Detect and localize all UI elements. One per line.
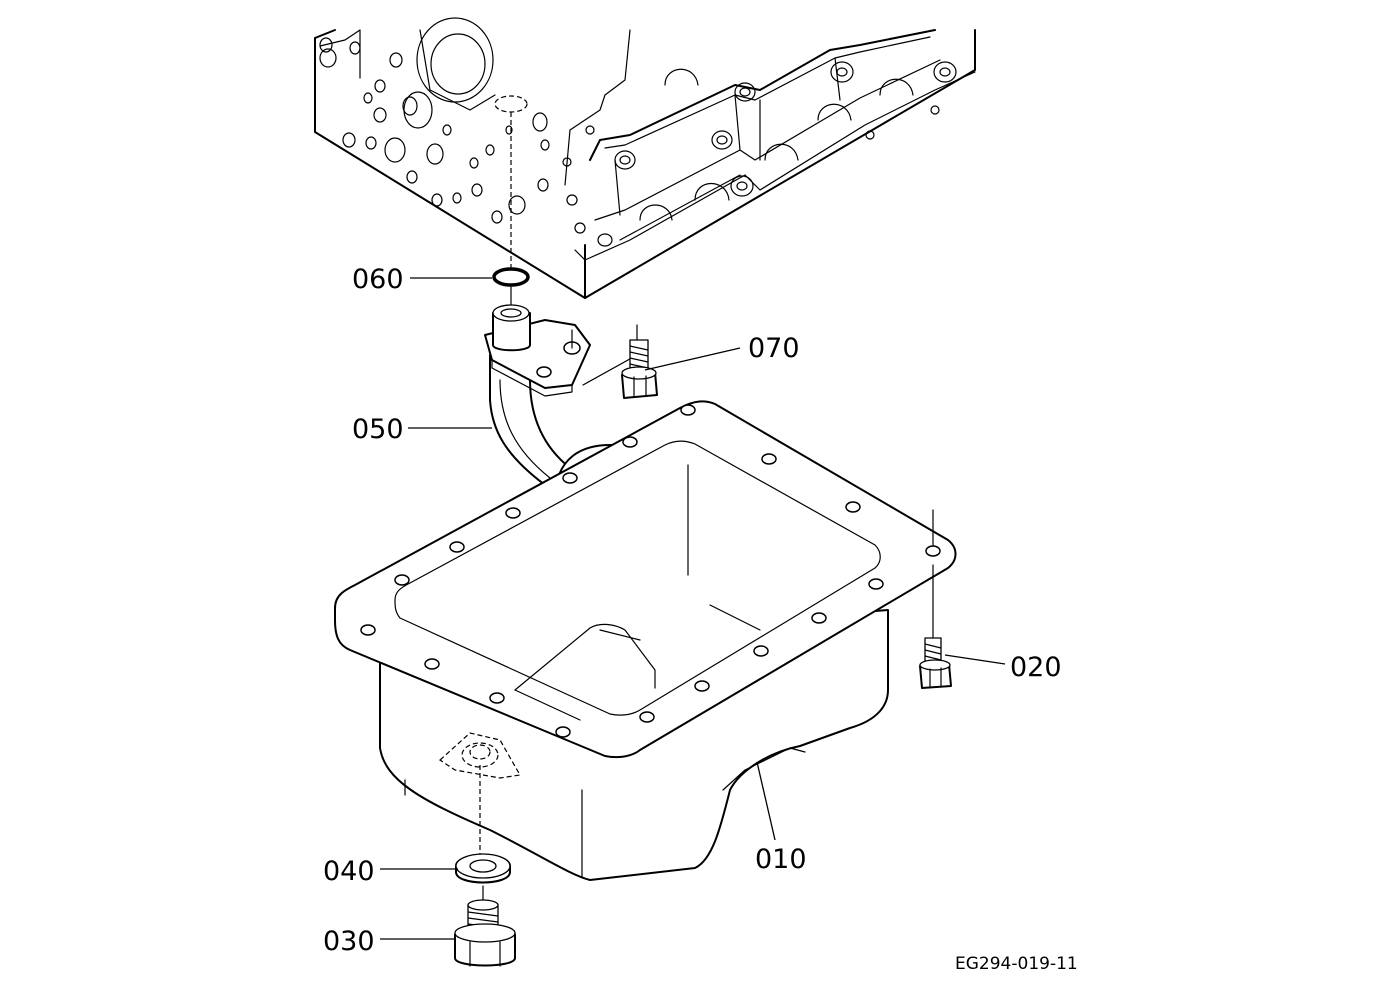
callout-020: 020 <box>1010 652 1062 683</box>
callout-030: 030 <box>323 926 375 957</box>
diagram-reference-code: EG294-019-11 <box>955 954 1078 974</box>
engine-block <box>314 17 976 299</box>
oil-pan <box>334 400 957 881</box>
callout-010: 010 <box>755 844 807 875</box>
o-ring <box>492 267 530 287</box>
block-side-flange <box>562 29 976 261</box>
block-holes <box>319 37 550 224</box>
drain-gasket <box>455 853 511 884</box>
leader-lines <box>380 277 1006 940</box>
strainer-bolt <box>621 339 658 399</box>
callout-040: 040 <box>323 856 375 887</box>
callout-070: 070 <box>748 333 800 364</box>
pan-bolt <box>919 637 952 689</box>
callout-060: 060 <box>352 264 404 295</box>
pan-flange-holes <box>360 404 941 738</box>
callout-050: 050 <box>352 414 404 445</box>
drain-plug <box>454 899 516 967</box>
